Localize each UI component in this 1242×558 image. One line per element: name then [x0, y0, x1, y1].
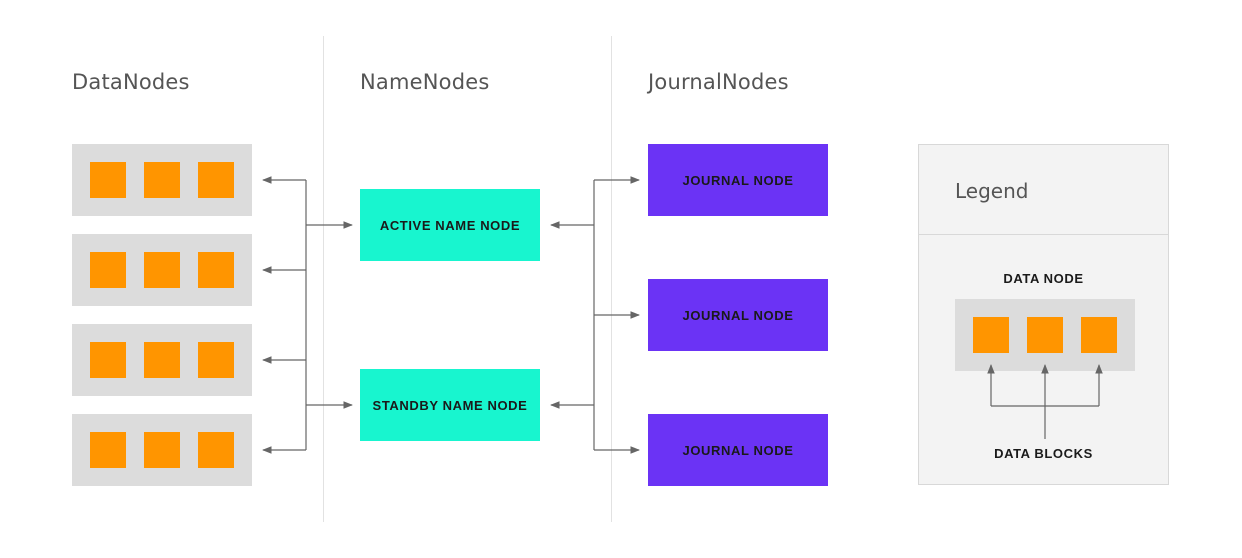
- legend-data-block: [1027, 317, 1063, 353]
- data-block: [90, 432, 126, 468]
- data-block: [90, 162, 126, 198]
- data-node: [72, 144, 252, 216]
- data-block: [90, 252, 126, 288]
- legend-pointer-lines: [987, 364, 1103, 439]
- active-name-node: ACTIVE NAME NODE: [360, 189, 540, 261]
- legend-data-node: [955, 299, 1135, 371]
- data-block: [198, 432, 234, 468]
- namenodes-title: NameNodes: [360, 70, 490, 94]
- journal-node: JOURNAL NODE: [648, 279, 828, 351]
- journal-node: JOURNAL NODE: [648, 414, 828, 486]
- journalnodes-title: JournalNodes: [648, 70, 789, 94]
- journal-node: JOURNAL NODE: [648, 144, 828, 216]
- legend-title: Legend: [955, 179, 1029, 203]
- data-block: [198, 342, 234, 378]
- column-divider: [611, 36, 612, 522]
- data-block: [144, 342, 180, 378]
- data-block: [144, 162, 180, 198]
- legend-data-block: [973, 317, 1009, 353]
- data-block: [198, 252, 234, 288]
- standby-name-node: STANDBY NAME NODE: [360, 369, 540, 441]
- data-block: [144, 252, 180, 288]
- data-node: [72, 324, 252, 396]
- data-block: [144, 432, 180, 468]
- data-node: [72, 414, 252, 486]
- legend-panel: Legend DATA NODE DATA BLOCKS: [918, 144, 1169, 485]
- data-node: [72, 234, 252, 306]
- data-block: [198, 162, 234, 198]
- legend-divider: [919, 234, 1168, 235]
- legend-data-block: [1081, 317, 1117, 353]
- datanodes-title: DataNodes: [72, 70, 190, 94]
- legend-data-node-label: DATA NODE: [1003, 271, 1084, 286]
- legend-data-blocks-label: DATA BLOCKS: [994, 446, 1093, 461]
- data-block: [90, 342, 126, 378]
- column-divider: [323, 36, 324, 522]
